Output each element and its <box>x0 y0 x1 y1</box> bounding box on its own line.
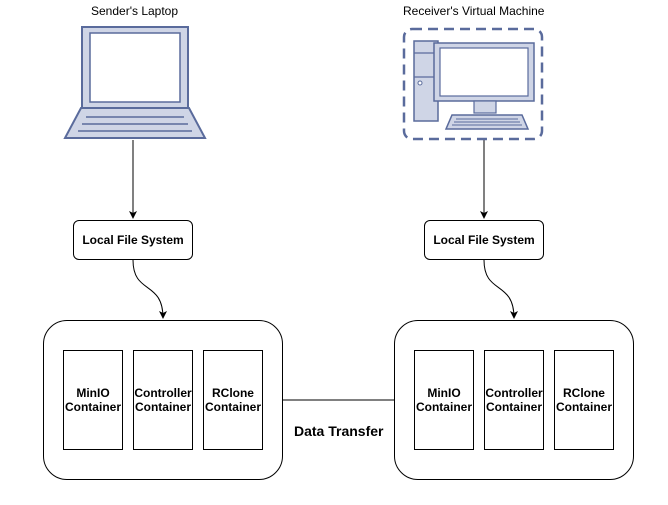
container-label-line2: Container <box>204 400 261 414</box>
desktop-computer-icon <box>402 27 544 141</box>
sender-title: Sender's Laptop <box>91 4 179 18</box>
container-label-line1: Controller <box>485 386 543 400</box>
laptop-icon <box>63 26 207 139</box>
container-label-line1: MinIO <box>76 386 110 400</box>
sender-controller-container: Controller Container <box>133 350 193 450</box>
sender-fs-to-containers-arrow <box>132 259 167 319</box>
sender-local-file-system: Local File System <box>73 220 193 260</box>
receiver-minio-container: MinIO Container <box>414 350 474 450</box>
receiver-controller-container: Controller Container <box>484 350 544 450</box>
container-label-line2: Container <box>134 400 191 414</box>
container-label-line1: RClone <box>562 386 605 400</box>
receiver-local-file-system: Local File System <box>424 220 544 260</box>
container-label-line1: Controller <box>134 386 192 400</box>
receiver-fs-to-containers-arrow <box>483 259 518 319</box>
container-label-line2: Container <box>485 400 542 414</box>
data-transfer-label: Data Transfer <box>294 423 384 439</box>
sender-minio-container: MinIO Container <box>63 350 123 450</box>
receiver-rclone-container: RClone Container <box>554 350 614 450</box>
sender-rclone-container: RClone Container <box>203 350 263 450</box>
container-label-line2: Container <box>415 400 472 414</box>
container-label-line1: MinIO <box>427 386 461 400</box>
receiver-title: Receiver's Virtual Machine <box>403 4 545 18</box>
container-label-line1: RClone <box>211 386 254 400</box>
container-label-line2: Container <box>555 400 612 414</box>
container-label-line2: Container <box>64 400 121 414</box>
